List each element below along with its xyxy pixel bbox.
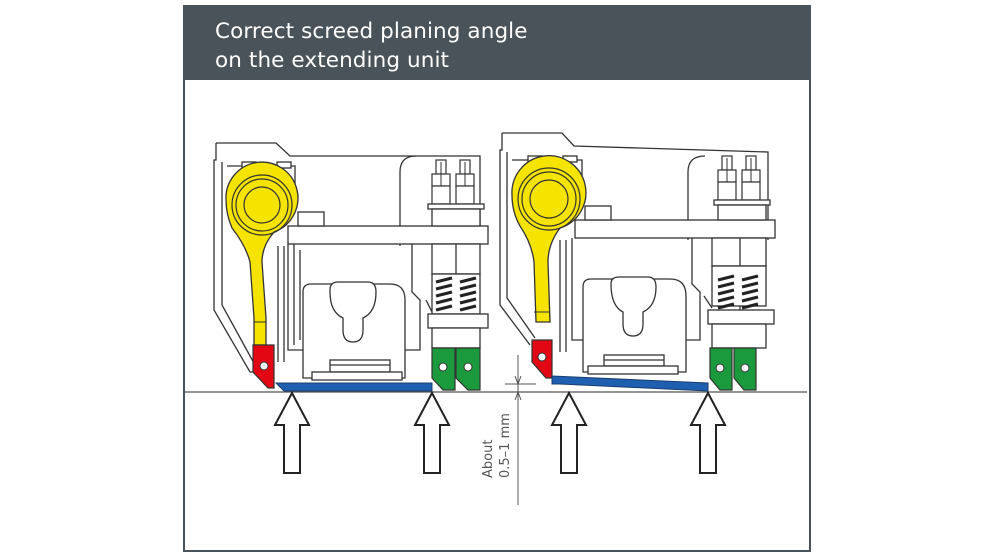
- left-arrows: [274, 392, 450, 474]
- up-arrow-icon: [690, 392, 726, 474]
- gap-label-line-1: About: [481, 440, 496, 478]
- right-arrows: [551, 392, 726, 474]
- title-line-1: Correct screed planing angle: [215, 19, 528, 44]
- gap-label-line-2: 0.5–1 mm: [498, 413, 513, 478]
- up-arrow-icon: [274, 392, 310, 474]
- up-arrow-icon: [551, 392, 587, 474]
- left-green-blocks: [431, 347, 481, 391]
- left-extending-unit: [213, 142, 489, 381]
- up-arrow-icon: [414, 392, 450, 474]
- right-yellow-adjust-lever: [511, 155, 587, 323]
- right-blue-screed-plate: [551, 375, 709, 392]
- left-yellow-adjust-lever: [225, 161, 299, 346]
- left-red-pivot-block: [252, 344, 275, 389]
- gap-dimension: [505, 355, 536, 505]
- title-banner: Correct screed planing angle on the exte…: [183, 5, 811, 80]
- left-blue-screed-plate: [274, 382, 433, 392]
- right-green-blocks: [709, 347, 757, 391]
- right-red-pivot-block: [531, 339, 553, 379]
- title-line-2: on the extending unit: [215, 48, 450, 73]
- page-title: Correct screed planing angle on the exte…: [215, 17, 528, 75]
